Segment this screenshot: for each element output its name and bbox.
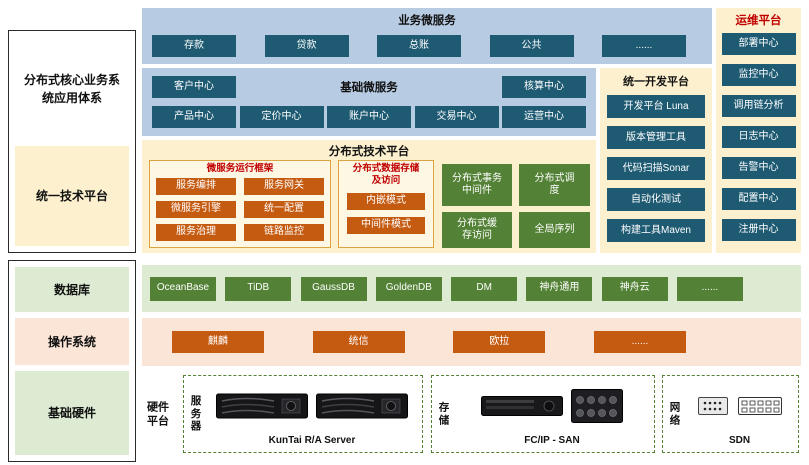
- network-caption: SDN: [728, 435, 751, 446]
- distributed-tech-title: 分布式技术平台: [328, 146, 410, 158]
- basic-service-box: 运营中心: [502, 106, 586, 128]
- business-service-box: ......: [602, 35, 686, 57]
- os-box: 统信: [312, 331, 405, 353]
- business-service-box: 总账: [377, 35, 461, 57]
- left-upper-panel: 分布式核心业务系统应用体系 统一技术平台: [8, 30, 136, 253]
- business-microservices-title: 业务微服务: [398, 15, 456, 27]
- dev-platform-list: 开发平台 Luna 版本管理工具 代码扫描Sonar 自动化测试 构建工具Mav…: [600, 95, 712, 242]
- storage-rack-icon: [481, 395, 563, 421]
- network-group-box: 网络: [662, 375, 799, 453]
- tech-platform-label: 统一技术平台: [15, 146, 129, 246]
- network-group-label: 网络: [669, 401, 681, 426]
- ops-item-box: 日志中心: [721, 126, 796, 148]
- storage-group-box: 存储: [431, 375, 655, 453]
- ops-item-box: 告警中心: [721, 157, 796, 179]
- network-images: [685, 388, 794, 428]
- storage-mode-box: 中间件模式: [347, 216, 425, 234]
- dev-item-box: 代码扫描Sonar: [607, 157, 705, 180]
- server-caption: KunTai R/A Server: [268, 435, 356, 446]
- basic-microservices-section: 客户中心 基础微服务 核算中心 产品中心 定价中心 账户中心 交易中心 运营中心: [142, 68, 596, 136]
- disk-array-icon: [571, 388, 623, 428]
- server-group-box: 服务器: [183, 375, 423, 453]
- ops-platform-title: 运维平台: [735, 15, 782, 27]
- basic-microservices-row2: 产品中心 定价中心 账户中心 交易中心 运营中心: [152, 106, 586, 128]
- switch-dots-icon: [697, 396, 728, 420]
- runtime-item-box: 服务网关: [244, 177, 324, 195]
- basic-service-box: 核算中心: [502, 76, 586, 98]
- os-box: ......: [593, 331, 686, 353]
- capability-box: 分布式调度: [519, 164, 590, 206]
- ops-item-box: 配置中心: [721, 188, 796, 210]
- basic-service-box: 产品中心: [152, 106, 236, 128]
- os-box: 欧拉: [453, 331, 546, 353]
- os-box: 麒麟: [172, 331, 264, 353]
- dev-platform-title: 统一开发平台: [623, 76, 689, 88]
- server-images: [206, 388, 418, 428]
- database-box: ......: [676, 276, 743, 301]
- database-box: 神舟通用: [526, 276, 593, 301]
- business-microservices-row: 存款 贷款 总账 公共 ......: [152, 35, 686, 57]
- ops-item-box: 监控中心: [721, 64, 796, 86]
- storage-images: [454, 388, 650, 428]
- ops-platform-section: 运维平台 部署中心 监控中心 调用链分析 日志中心 告警中心 配置中心 注册中心: [716, 8, 801, 253]
- basic-microservices-row1: 客户中心 基础微服务 核算中心: [152, 76, 586, 98]
- runtime-item-box: 微服务引擎: [156, 200, 236, 218]
- business-service-box: 公共: [489, 35, 574, 57]
- data-storage-box: 分布式数据存储及访问 内嵌模式 中间件模式: [338, 160, 434, 248]
- runtime-item-box: 统一配置: [244, 200, 324, 218]
- capability-box: 分布式缓存访问: [442, 212, 512, 248]
- switch-ports-icon: [737, 396, 782, 420]
- distributed-tech-section: 分布式技术平台 微服务运行框架 服务编排 服务网关 微服务引擎 统一配置 服务治…: [142, 140, 596, 253]
- data-storage-title: 分布式数据存储及访问: [352, 163, 420, 186]
- capability-box: 分布式事务中间件: [442, 164, 512, 206]
- database-box: 神舟云: [601, 276, 668, 301]
- storage-group-label: 存储: [438, 401, 450, 426]
- server-group-label: 服务器: [190, 395, 202, 433]
- dev-item-box: 开发平台 Luna: [607, 95, 705, 118]
- ops-item-box: 部署中心: [721, 33, 796, 55]
- database-row: OceanBase TiDB GaussDB GoldenDB DM 神舟通用 …: [142, 265, 801, 312]
- server-icon: [216, 393, 308, 424]
- business-service-box: 存款: [152, 35, 236, 57]
- ops-item-box: 注册中心: [721, 219, 796, 241]
- database-box: GoldenDB: [375, 276, 442, 301]
- ops-item-box: 调用链分析: [721, 95, 796, 117]
- business-service-box: 贷款: [264, 35, 349, 57]
- database-box: GaussDB: [300, 276, 367, 301]
- runtime-item-box: 链路监控: [244, 223, 324, 241]
- dev-item-box: 自动化测试: [607, 188, 705, 211]
- server-icon: [316, 393, 408, 424]
- hardware-row: 硬件平台 服务器: [142, 372, 801, 458]
- basic-service-box: 交易中心: [414, 106, 499, 128]
- storage-caption: FC/IP - SAN: [524, 435, 580, 446]
- dev-item-box: 构建工具Maven: [607, 219, 705, 242]
- basic-service-box: 定价中心: [239, 106, 324, 128]
- basic-service-box: 客户中心: [152, 76, 236, 98]
- runtime-framework-grid: 服务编排 服务网关 微服务引擎 统一配置 服务治理 链路监控: [150, 177, 330, 241]
- os-layer-label: 操作系统: [15, 318, 129, 365]
- ops-platform-list: 部署中心 监控中心 调用链分析 日志中心 告警中心 配置中心 注册中心: [716, 33, 801, 241]
- database-layer-label: 数据库: [15, 267, 129, 312]
- runtime-item-box: 服务编排: [156, 177, 236, 195]
- dev-platform-section: 统一开发平台 开发平台 Luna 版本管理工具 代码扫描Sonar 自动化测试 …: [600, 68, 712, 253]
- runtime-framework-box: 微服务运行框架 服务编排 服务网关 微服务引擎 统一配置 服务治理 链路监控: [149, 160, 331, 248]
- storage-mode-box: 内嵌模式: [347, 192, 425, 210]
- basic-microservices-title: 基础微服务: [340, 82, 398, 94]
- runtime-item-box: 服务治理: [156, 223, 236, 241]
- database-box: OceanBase: [150, 276, 216, 301]
- capability-box: 全局序列: [519, 212, 590, 248]
- app-system-label: 分布式核心业务系统应用体系: [23, 72, 120, 105]
- database-box: TiDB: [225, 276, 292, 301]
- hardware-platform-label: 硬件平台: [147, 401, 169, 428]
- os-row: 麒麟 统信 欧拉 ......: [142, 318, 801, 366]
- business-microservices-section: 业务微服务 存款 贷款 总账 公共 ......: [142, 8, 712, 64]
- dev-item-box: 版本管理工具: [607, 126, 705, 149]
- database-box: DM: [451, 276, 518, 301]
- runtime-framework-title: 微服务运行框架: [206, 163, 274, 174]
- left-lower-panel: 数据库 操作系统 基础硬件: [8, 260, 136, 462]
- basic-service-box: 账户中心: [327, 106, 411, 128]
- hardware-layer-label: 基础硬件: [15, 371, 129, 455]
